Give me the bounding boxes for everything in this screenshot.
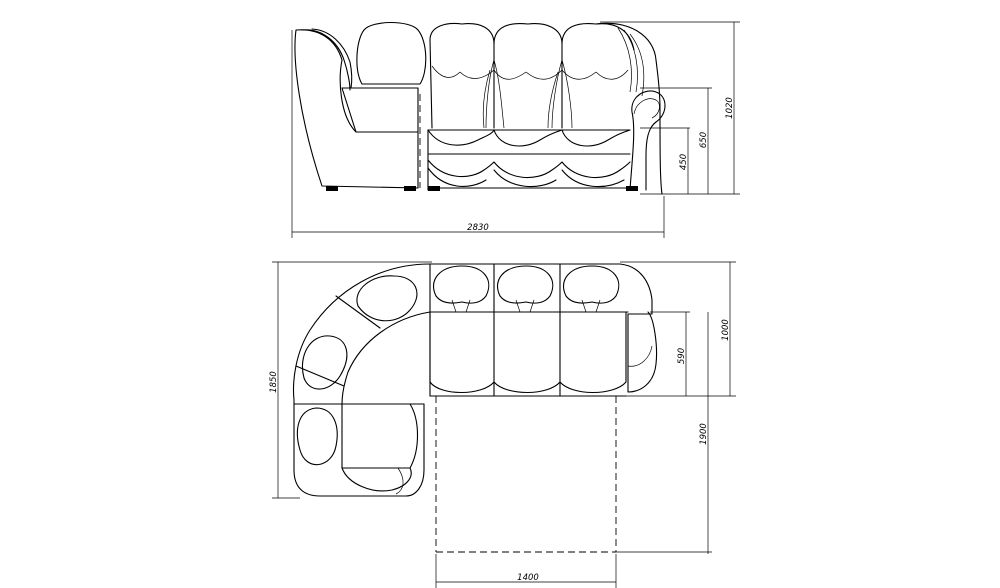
dim-top-unfolded-width: 1400 xyxy=(517,573,539,583)
top-seat-2 xyxy=(493,311,561,393)
top-corner-cushion-3 xyxy=(296,407,338,466)
front-back-cushion-2 xyxy=(493,22,563,129)
top-corner-cushion-2 xyxy=(302,335,348,390)
dim-front-height-total: 1020 xyxy=(725,97,735,119)
top-right-arm xyxy=(627,311,658,393)
top-seat-3 xyxy=(559,311,627,393)
top-corner-cushion-1 xyxy=(356,275,418,322)
top-headrest-1 xyxy=(433,265,490,304)
top-headrest-3 xyxy=(563,265,620,304)
front-right-arm xyxy=(629,90,666,191)
dim-top-seat-depth: 590 xyxy=(677,348,687,364)
top-corner-seat xyxy=(341,403,418,469)
dim-top-unfolded-length: 1900 xyxy=(699,423,709,445)
front-left-arm xyxy=(294,29,419,189)
top-seat-1 xyxy=(429,311,495,393)
dim-front-height-seat: 450 xyxy=(679,154,689,170)
front-dimensions xyxy=(291,21,740,238)
top-dimensions xyxy=(272,261,736,588)
top-unfolded-berth xyxy=(435,396,617,553)
front-seat-lower xyxy=(427,159,631,179)
front-corner-headrest xyxy=(356,21,427,85)
dim-top-depth-right: 1000 xyxy=(721,319,731,341)
top-headrest-2 xyxy=(497,265,554,304)
dim-front-width-total: 2830 xyxy=(467,223,489,233)
front-back-cushion-1 xyxy=(429,22,495,129)
top-corner-outer xyxy=(293,263,431,497)
top-sofa-back xyxy=(429,263,653,315)
dim-front-height-arm: 650 xyxy=(699,132,709,148)
dim-top-depth-left: 1850 xyxy=(269,371,279,393)
front-view: 1020 650 450 2830 xyxy=(291,21,740,238)
front-seat-upper xyxy=(427,129,631,147)
top-view: 1850 1000 590 1900 1400 xyxy=(269,261,736,588)
